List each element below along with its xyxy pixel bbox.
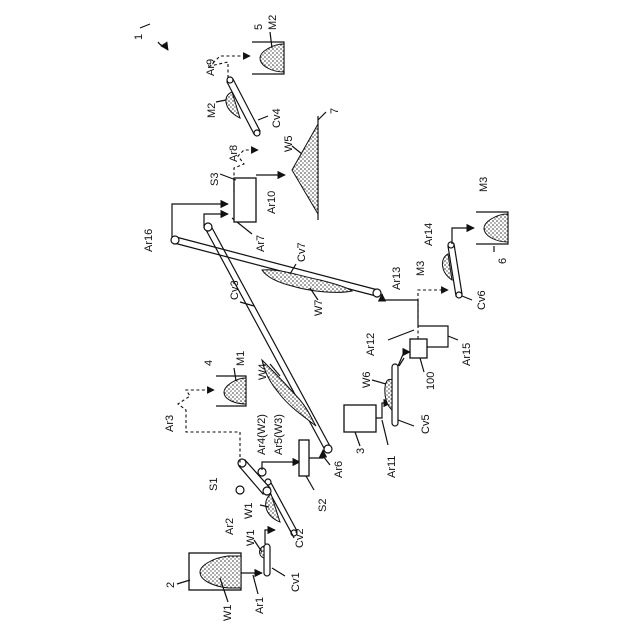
arrow-ar1: Ar1: [241, 573, 266, 614]
m1-label: M1: [235, 351, 247, 366]
w1-cv1-label: W1: [245, 530, 257, 547]
w1-cv2-label: W1: [243, 503, 255, 520]
s1-label: S1: [208, 478, 220, 491]
stockpile-7: 7 W5: [283, 108, 341, 220]
ar5-label: Ar5(W3): [273, 414, 285, 455]
conveyor-cv4: Cv4 M2: [206, 77, 283, 136]
bin-6-label: 6: [497, 258, 509, 264]
ar2-label: Ar2: [224, 518, 236, 535]
crusher-3: 3: [344, 405, 376, 454]
cv2-label: Cv2: [294, 528, 306, 548]
ar9-label: Ar9: [205, 59, 217, 76]
conveyor-cv7: Cv7 W7: [171, 236, 381, 316]
bin-4-label: 4: [203, 360, 215, 366]
ar14-label: Ar14: [423, 223, 435, 246]
device-100-label: 100: [425, 372, 437, 390]
cv3-label: Cv3: [229, 280, 241, 300]
arrow-ar13: Ar13 M3: [391, 261, 448, 318]
m3-bin-label: M3: [478, 177, 490, 192]
s2-label: S2: [317, 499, 329, 512]
cv4-label: Cv4: [271, 108, 283, 128]
ar11-label: Ar11: [386, 456, 398, 478]
ar6-label: Ar6: [333, 461, 345, 478]
yard-7-label: 7: [329, 108, 341, 114]
ar8-label: Ar8: [228, 145, 240, 162]
ar4-label: Ar4(W2): [256, 414, 268, 455]
ar13-label: Ar13: [391, 267, 403, 290]
arrow-ar3: Ar3: [164, 390, 240, 468]
ar15-label: Ar15: [461, 343, 473, 366]
ar3-label: Ar3: [164, 415, 176, 432]
bin-6: 6 M3: [476, 177, 509, 264]
conveyor-cv6: Cv6: [442, 242, 488, 310]
w4-label: W4: [257, 364, 269, 381]
m2-bin-label: M2: [267, 15, 279, 30]
hopper-2: 2 W1: [165, 553, 241, 621]
hopper-2-label: 2: [165, 582, 177, 588]
cv7-label: Cv7: [296, 242, 308, 262]
arrow-ar6: Ar6: [309, 450, 345, 478]
crusher-3-label: 3: [355, 448, 367, 454]
bin-4: 4 M1: [203, 351, 247, 406]
ar1-label: Ar1: [254, 597, 266, 614]
w6-label: W6: [361, 372, 373, 389]
bin-5-label: 5: [253, 24, 265, 30]
w7-label: W7: [313, 300, 325, 317]
bin-5: 5 M2: [252, 15, 284, 74]
system-ref-label: 1: [133, 34, 145, 40]
ar7-label: Ar7: [255, 235, 267, 252]
arrow-ar9: Ar9: [205, 56, 250, 78]
cv1-label: Cv1: [290, 572, 302, 592]
s3-label: S3: [209, 173, 221, 186]
ar10-label: Ar10: [266, 191, 278, 214]
arrow-ar4-ar5: Ar4(W2) Ar5(W3): [256, 414, 300, 470]
conveyor-cv3: Cv3 W4: [204, 223, 332, 453]
arrow-ar16: Ar16: [143, 204, 228, 252]
cv6-label: Cv6: [476, 290, 488, 310]
cv5-label: Cv5: [420, 414, 432, 434]
m2-belt-label: M2: [206, 103, 218, 118]
ar16-label: Ar16: [143, 229, 155, 252]
system-reference: 1: [133, 24, 168, 50]
ar12-label: Ar12: [365, 333, 377, 356]
m3-flow-label: M3: [415, 261, 427, 276]
w5-label: W5: [283, 136, 295, 153]
w1-hopper-label: W1: [222, 605, 234, 622]
arrow-ar10: Ar10: [256, 175, 285, 214]
